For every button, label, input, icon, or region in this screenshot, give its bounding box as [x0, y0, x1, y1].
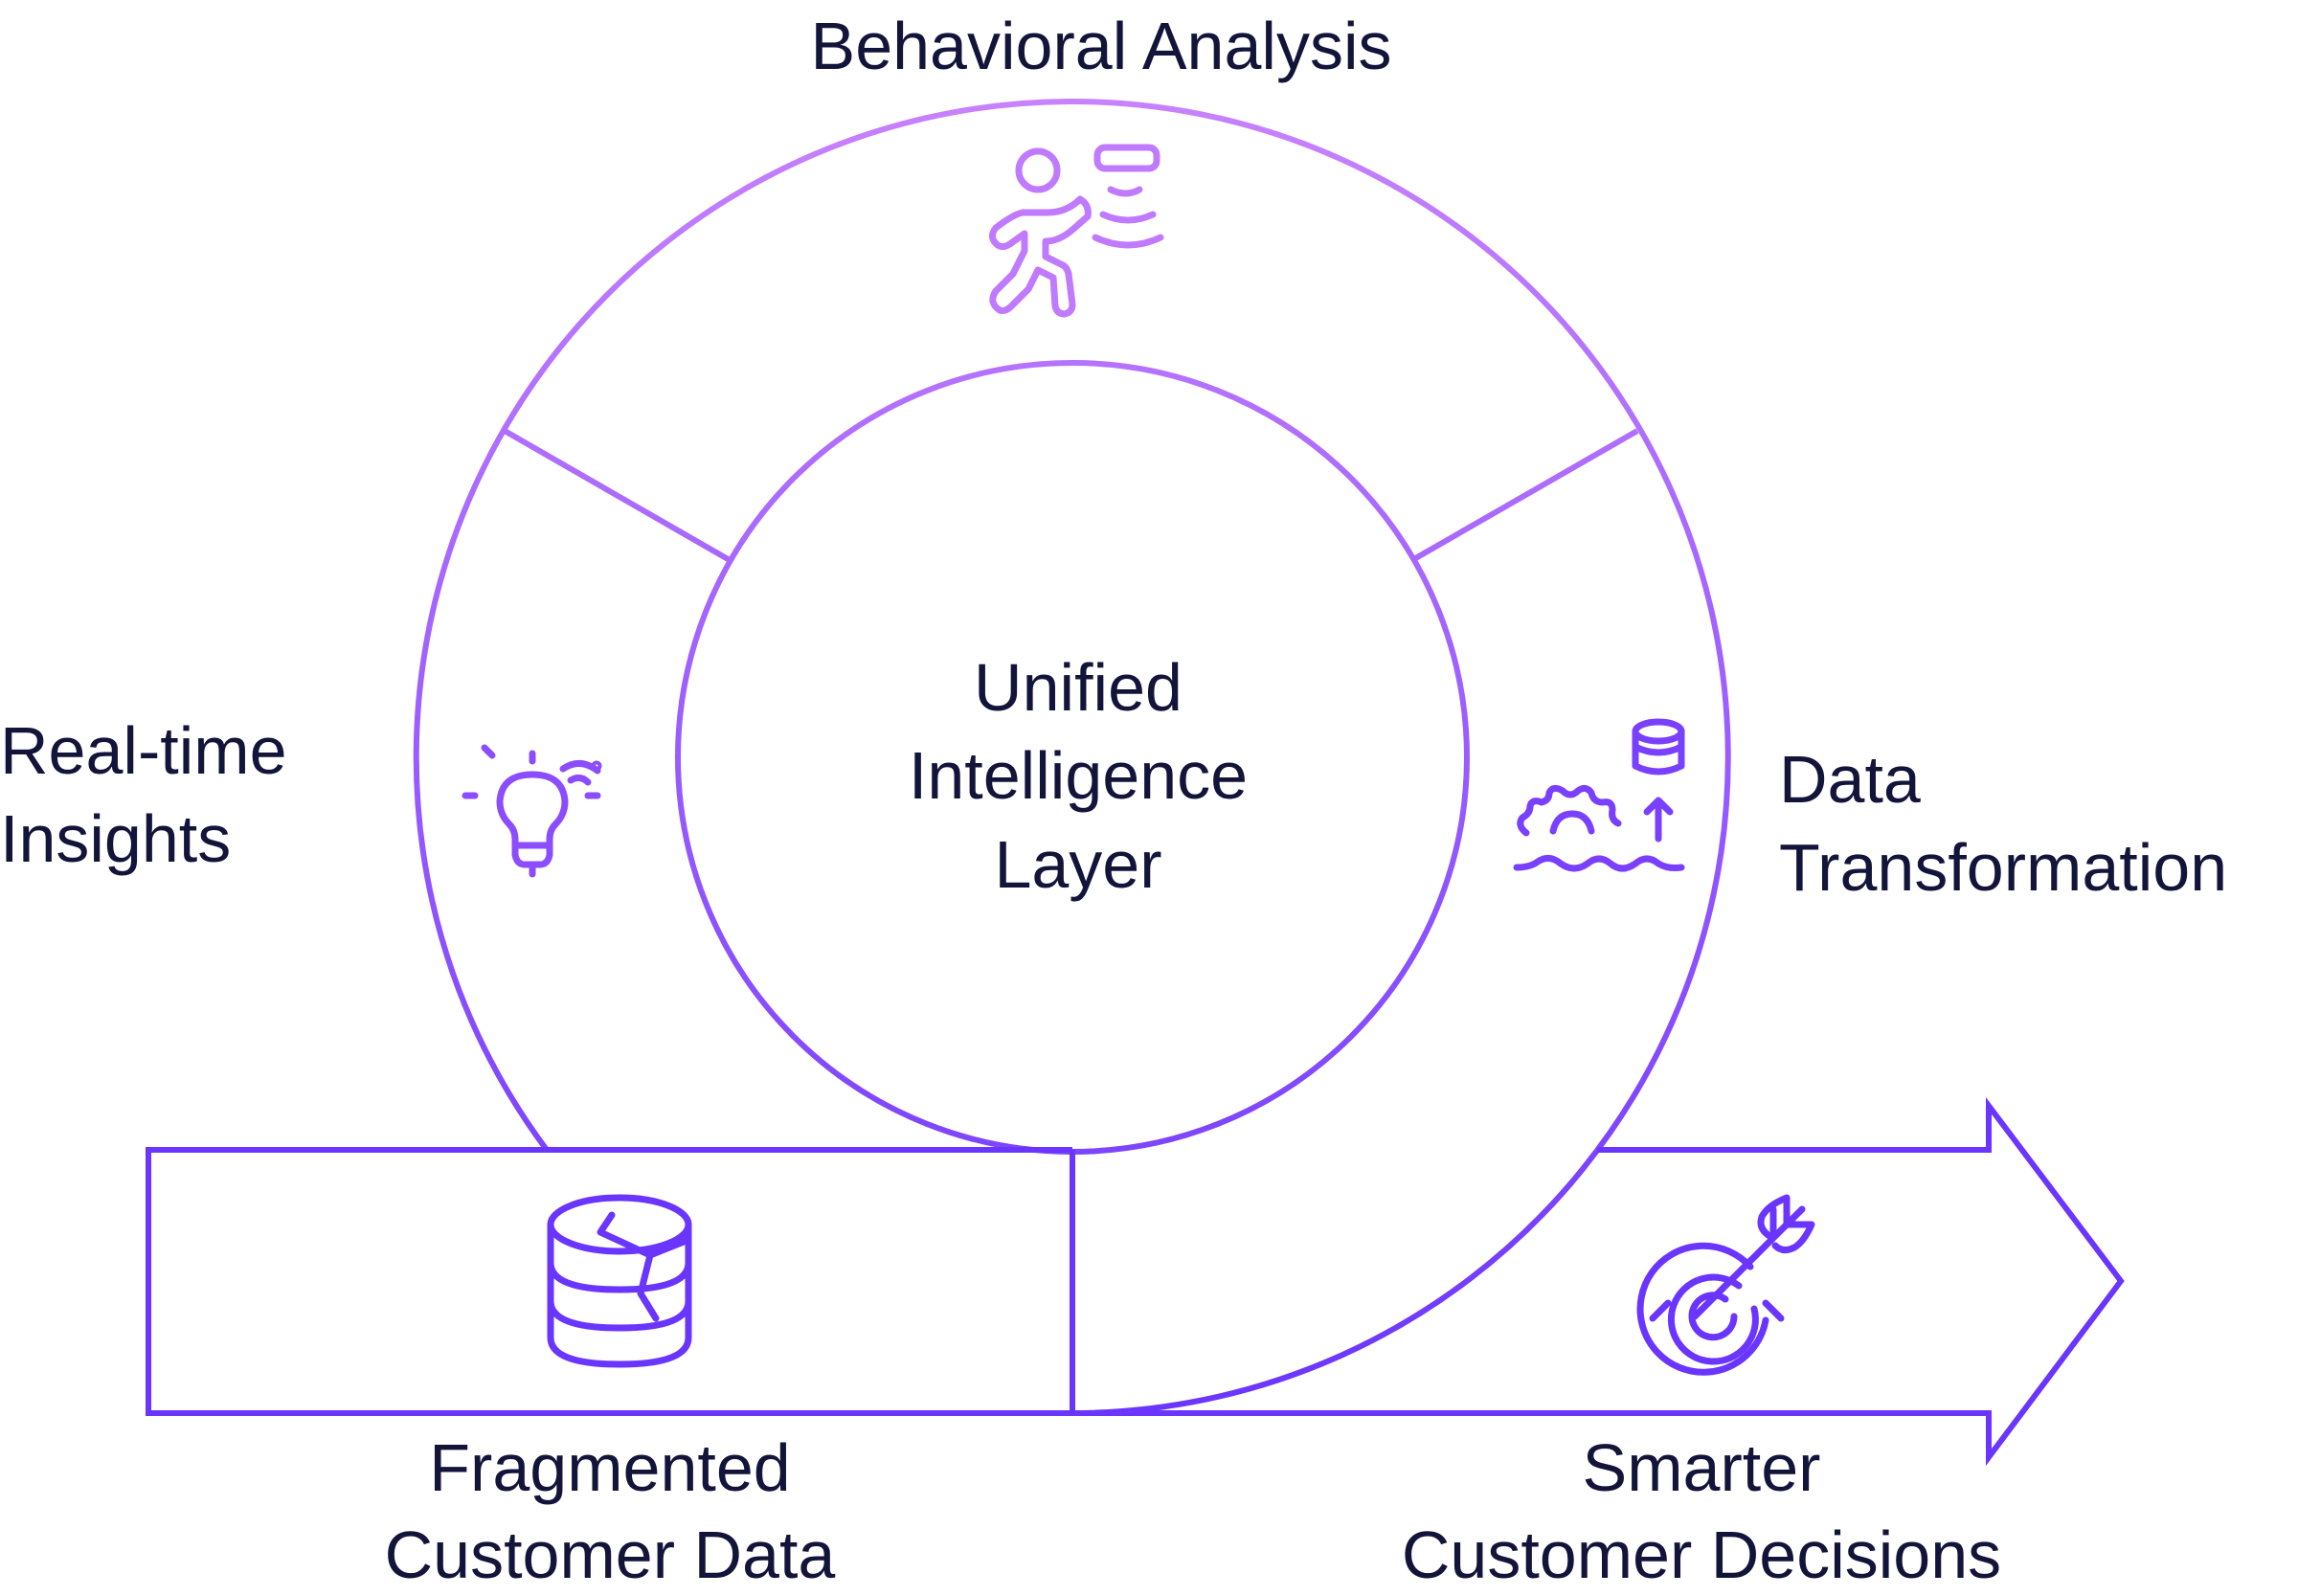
- center-line-1: Unified: [974, 650, 1183, 725]
- outer-ring: [413, 99, 1731, 1416]
- realtime-insights-line-2: Insights: [0, 801, 231, 876]
- target-arrow-icon: [1636, 1194, 1815, 1376]
- realtime-insights-line-1: Real-time: [0, 713, 287, 788]
- divider-right: [1410, 428, 1639, 563]
- fragmented-data-line-2: Customer Data: [385, 1517, 836, 1592]
- flow-arrow: [146, 1097, 2125, 1466]
- divider-left: [503, 428, 732, 563]
- fragmented-database-icon: [547, 1194, 692, 1368]
- data-transformation-line-2: Transformation: [1779, 830, 2227, 905]
- center-line-2: Intelligence: [909, 738, 1248, 813]
- center-line-3: Layer: [994, 827, 1161, 902]
- person-walking-sensor-icon: [989, 144, 1164, 318]
- fragmented-data-line-1: Fragmented: [429, 1430, 790, 1505]
- smarter-decisions-line-1: Smarter: [1583, 1430, 1821, 1505]
- data-transformation-line-1: Data: [1779, 742, 1921, 817]
- behavioral-analysis-label: Behavioral Analysis: [811, 9, 1392, 83]
- gear-database-icon: [1513, 718, 1685, 872]
- lightbulb-signal-icon: [462, 744, 602, 878]
- smarter-decisions-line-2: Customer Decisions: [1402, 1517, 2001, 1592]
